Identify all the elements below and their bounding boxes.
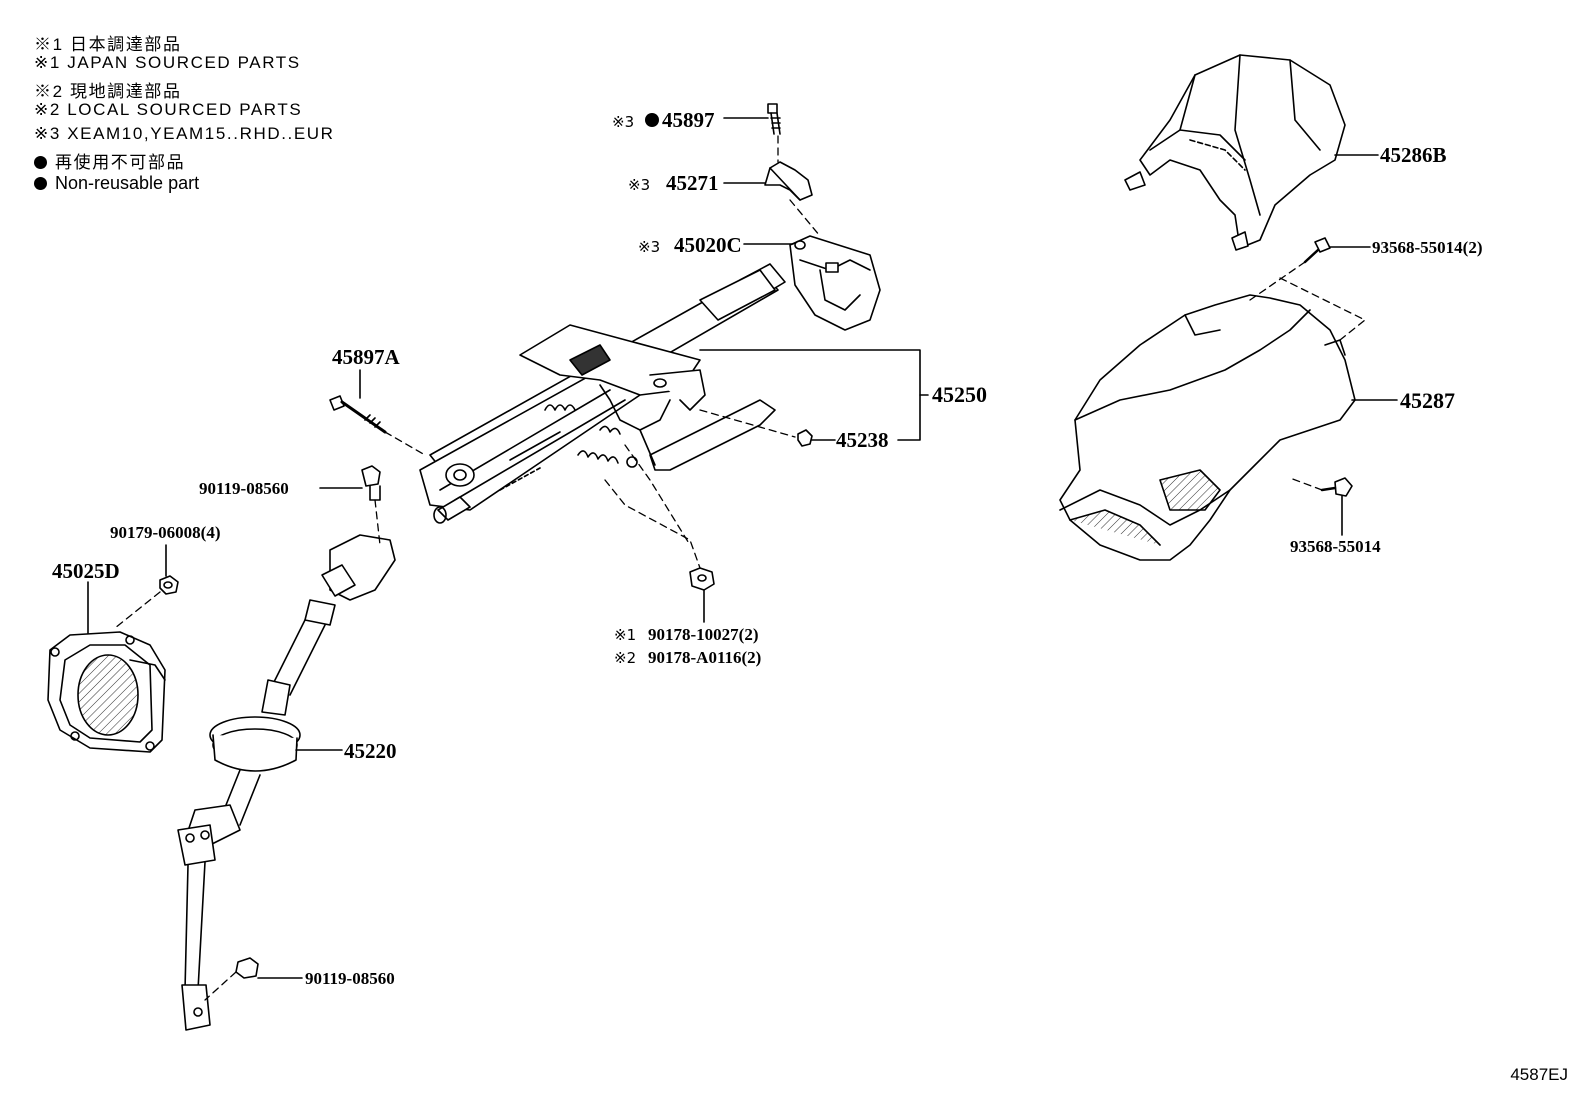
note-90178-1: ※1 [614,626,636,644]
legend-nonreusable-en: Non-reusable part [34,173,199,194]
label-90179: 90179-06008(4) [110,523,220,542]
bolt-90119-top [361,465,381,501]
label-90178-1: 90178-10027(2) [648,625,758,644]
note-90178-2: ※2 [614,649,636,667]
legend-line-4: ※2 LOCAL SOURCED PARTS [34,100,303,119]
label-93568-bottom: 93568-55014 [1290,537,1381,556]
label-45025D: 45025D [52,559,120,583]
label-45271: 45271 [666,171,719,195]
nut-90179 [159,575,179,595]
legend-line-3: ※2 現地調達部品 [34,82,182,101]
nut-90178 [689,567,715,591]
label-45238: 45238 [836,428,889,452]
label-45286B: 45286B [1380,143,1447,167]
nonreusable-dot-icon [34,177,47,190]
label-45250: 45250 [932,382,987,407]
diagram-code: 4587EJ [1510,1065,1568,1084]
label-45287: 45287 [1400,388,1455,413]
label-45220: 45220 [344,739,397,763]
nonreusable-dot-icon [34,156,47,169]
label-90178-2: 90178-A0116(2) [648,648,761,667]
legend-line-1: ※1 日本調達部品 [34,35,182,54]
dashed-guides [114,135,1366,1001]
leader-lines [87,117,1398,979]
nonreusable-dot-icon [645,113,659,127]
nut-45238 [797,429,813,447]
lower-cover-45287 [1059,294,1356,561]
clamp-45271 [764,161,813,201]
note-45897: ※3 [612,113,634,131]
legend-line-2: ※1 JAPAN SOURCED PARTS [34,53,301,72]
bolt-45897 [767,103,781,135]
note-45020C: ※3 [638,238,660,256]
screw-93568-top [1303,237,1331,264]
part-labels: ※3 45897 ※3 45271 ※3 45020C 45897A 45250… [52,108,1482,988]
lock-45020C [789,235,881,331]
label-90119-top: 90119-08560 [199,479,289,498]
label-45897: 45897 [662,108,715,132]
cover-45025D [47,631,166,753]
label-93568-top: 93568-55014(2) [1372,238,1482,257]
label-45020C: 45020C [674,233,742,257]
steering-column-45250 [419,263,786,524]
upper-cover-45286B [1124,54,1346,251]
label-90119-bottom: 90119-08560 [305,969,395,988]
bolt-45897A [329,395,387,434]
legend-nonreusable-jp: 再使用不可部品 [34,148,185,173]
label-45897A: 45897A [332,345,401,369]
note-45271: ※3 [628,176,650,194]
screw-93568-bottom [1320,477,1353,497]
legend-line-5: ※3 XEAM10,YEAM15..RHD..EUR [34,124,335,143]
bolt-90119-bottom [235,957,259,979]
intermediate-shaft-45220 [177,534,396,1031]
